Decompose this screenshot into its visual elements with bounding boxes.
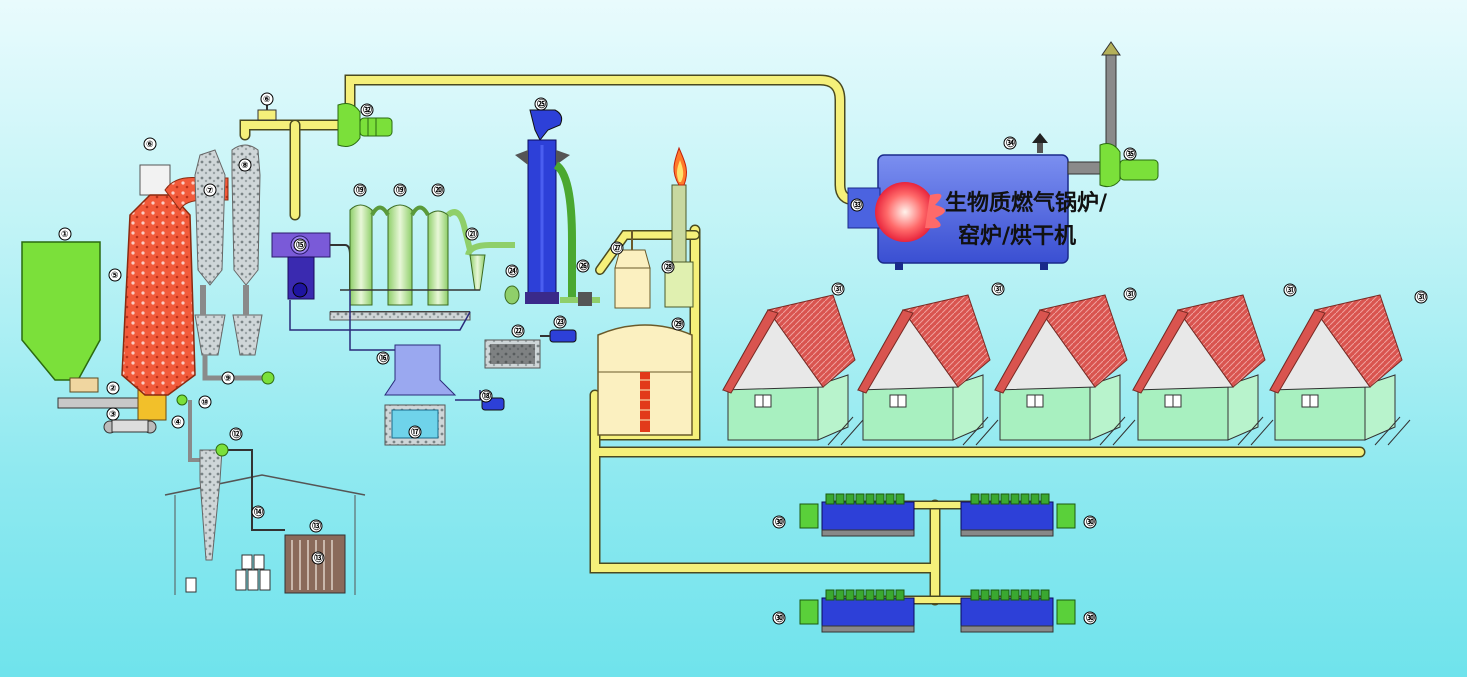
callout-30d: ㉚ [1086,612,1095,624]
generator-set [799,493,915,537]
callout-31d: ㉛ [1286,284,1295,296]
callout-15: ⑮ [296,239,305,251]
boiler-label-line2: 窑炉/烘干机 [958,223,1076,249]
callout-13b: ⑬ [314,552,323,564]
callout-13: ⑬ [312,520,321,532]
callout-9: ⑨ [224,374,232,384]
callout-19b: ⑲ [396,184,405,196]
callout-labels: ① ② ③ ④ ⑤ ⑥ ⑥ ⑦ ⑧ ⑨ ⑩ ⑫ ⑬ ⑬ ⑭ ⑮ ⑯ ⑰ ⑱ ⑲ … [58,92,1428,625]
callout-6: ⑥ [146,140,154,150]
callout-26: ㉖ [579,260,588,272]
callout-4: ④ [174,418,182,428]
callout-31c: ㉛ [1126,288,1135,300]
callout-31e: ㉛ [1417,291,1426,303]
flare-stack-28 [664,146,694,308]
callout-30c: ㉚ [775,612,784,624]
feed-hopper [21,241,101,393]
callout-19a: ⑲ [356,184,365,196]
ash-collection-unit [164,394,366,595]
callout-17: ⑰ [411,426,420,438]
gas-generator-sets [799,493,1076,633]
gas-filter-27 [614,230,651,309]
callout-10: ⑩ [201,398,209,408]
house [1132,294,1274,446]
callout-7: ⑦ [206,186,214,196]
gas-storage-tank [597,324,693,436]
house [1269,294,1411,446]
callout-3: ③ [109,410,117,420]
callout-25: ㉕ [537,98,546,110]
callout-14: ⑭ [254,506,263,518]
boiler-label-line1: 生物质燃气锅炉/ [945,190,1108,216]
callout-6b: ⑥ [263,95,271,105]
village-houses [722,294,1411,446]
callout-1: ① [61,230,69,240]
callout-21: ㉑ [468,228,477,240]
callout-33: ㉝ [853,199,862,211]
callout-29: ㉙ [674,318,683,330]
cyclone-separators [194,144,275,385]
callout-31b: ㉛ [994,283,1003,295]
callout-2: ② [109,384,117,394]
biomass-gas-boiler [847,154,1069,270]
callout-30a: ㉚ [775,516,784,528]
callout-24: ㉔ [508,265,517,277]
callout-35: ㉟ [1126,148,1135,160]
callout-23: ㉓ [556,316,565,328]
gas-blower-32 [337,103,393,147]
electrostatic-tar-catcher [504,109,600,306]
callout-18: ⑱ [482,390,491,402]
heat-exchanger [271,232,351,300]
callout-22: ㉒ [514,325,523,337]
house [722,294,864,446]
callout-20: ⑳ [434,184,443,196]
callout-8: ⑧ [241,161,249,171]
circulation-pumps [484,329,577,369]
callout-30b: ㉚ [1086,516,1095,528]
callout-27: ㉗ [613,242,622,254]
scrubber-towers [289,204,515,331]
callout-28: ㉘ [664,261,673,273]
generator-set [799,589,915,633]
generator-set [960,493,1076,537]
house [994,294,1136,446]
callout-31a: ㉛ [834,283,843,295]
generator-set [960,589,1076,633]
callout-32: ㉜ [363,104,372,116]
callout-12: ⑫ [232,428,241,440]
vent-valve [257,104,277,121]
house [857,294,999,446]
callout-34: ㉞ [1006,137,1015,149]
callout-16: ⑯ [379,352,388,364]
callout-5: ⑤ [111,271,119,281]
boiler-chimney [1032,41,1159,188]
